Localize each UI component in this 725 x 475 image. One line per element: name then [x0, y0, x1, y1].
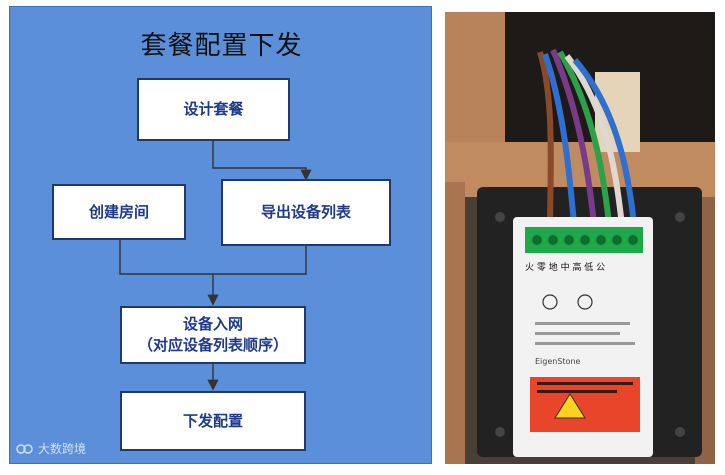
step-design-package-label: 设计套餐 — [183, 100, 244, 118]
flowchart-connectors — [119, 141, 312, 391]
device-photo: 火 零 地 中 高 低 公 EigenStone — [445, 12, 715, 464]
step-design-package: 设计套餐 — [137, 78, 290, 141]
watermark-text: 大数跨境 — [38, 442, 87, 456]
terminal-labels: 火 零 地 中 高 低 公 — [525, 261, 605, 273]
step-export-device-list-label: 导出设备列表 — [260, 203, 351, 221]
smart-switch-wiring-photo: 火 零 地 中 高 低 公 EigenStone — [445, 12, 715, 464]
flowchart-title: 套餐配置下发 — [140, 31, 303, 61]
step-device-network-label: 设备入网 — [182, 315, 243, 333]
step-create-room: 创建房间 — [52, 184, 186, 240]
watermark: 大数跨境 — [16, 440, 86, 457]
brand-logo-icon — [16, 443, 33, 454]
step-create-room-label: 创建房间 — [88, 202, 149, 221]
connector-design-to-export — [212, 141, 312, 181]
step-device-network-sublabel: （对应设备列表顺序） — [137, 336, 288, 354]
device-brand-text: EigenStone — [535, 357, 581, 366]
connector-export-to-network — [213, 246, 307, 275]
step-deploy-config-label: 下发配置 — [182, 411, 243, 430]
flowchart-panel: 套餐配置下发 设计套餐 创建房间 导出设备列表 设备入网 （对应设备列表顺序） … — [9, 6, 432, 464]
step-deploy-config: 下发配置 — [120, 391, 306, 451]
step-export-device-list: 导出设备列表 — [221, 179, 391, 246]
step-device-network: 设备入网 （对应设备列表顺序） — [120, 306, 306, 364]
connector-room-to-network — [119, 240, 213, 275]
